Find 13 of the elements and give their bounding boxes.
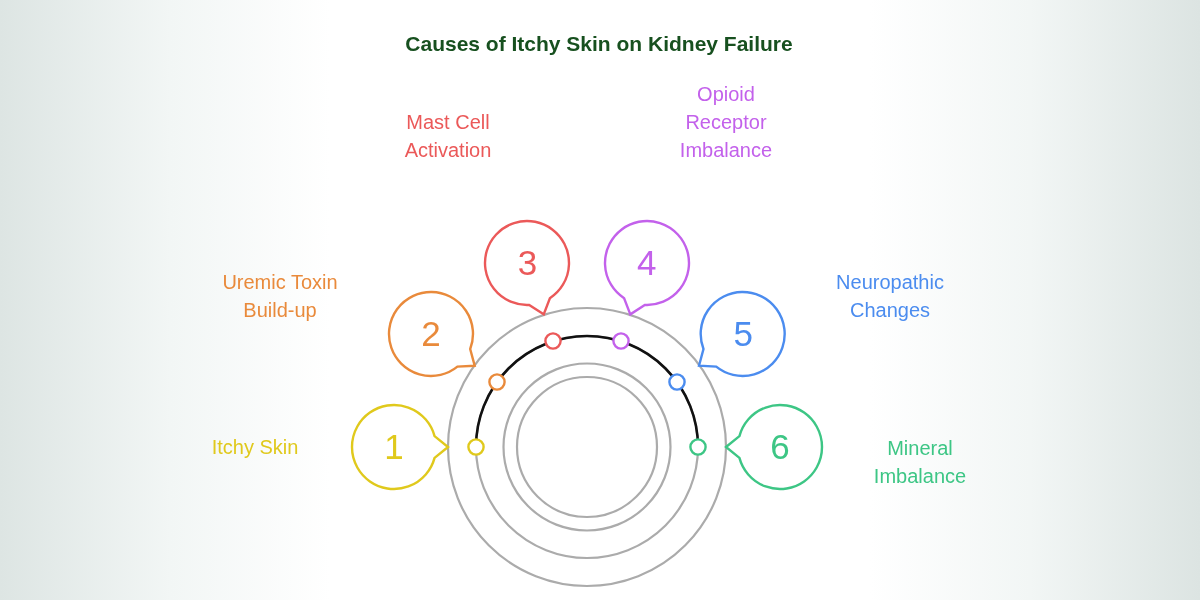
step-number: 5: [733, 315, 753, 352]
cause-label: Mineral Imbalance: [872, 436, 968, 489]
cause-label: Mast Cell Activation: [403, 110, 493, 163]
step-number: 4: [636, 245, 657, 282]
step-number: 1: [384, 429, 404, 465]
step-number: 6: [770, 429, 790, 465]
cause-label: Neuropathic Changes: [835, 270, 945, 323]
cause-label: Opioid Receptor Imbalance: [678, 82, 774, 163]
cause-label: Uremic Toxin Build-up: [221, 270, 339, 323]
step-number: 2: [421, 315, 441, 352]
cause-label: Itchy Skin: [210, 435, 300, 460]
diagram-title: Causes of Itchy Skin on Kidney Failure: [405, 31, 793, 57]
step-number: 3: [517, 245, 538, 282]
